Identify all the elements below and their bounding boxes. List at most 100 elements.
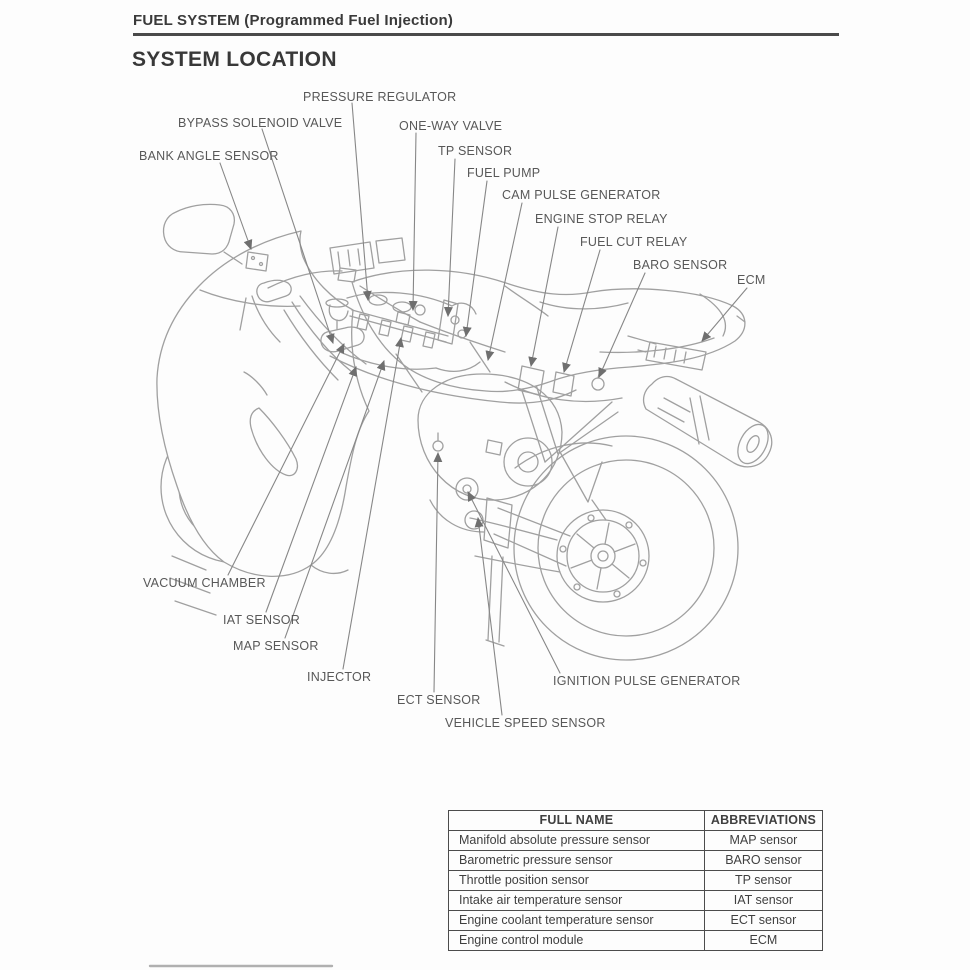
frame-brace [544,401,613,463]
leader-ignition-pulse-generator [467,491,561,674]
mirror-housing [162,203,236,255]
label-fuel-cut-relay: FUEL CUT RELAY [580,235,688,249]
table-row: Manifold absolute pressure sensor MAP se… [448,830,824,851]
frame-spar [419,321,506,353]
ignition-pulse-generator-center [462,484,472,494]
table-row: Intake air temperature sensor IAT sensor [448,890,824,911]
system-location-diagram: PRESSURE REGULATOR BYPASS SOLENOID VALVE… [139,91,773,968]
ecm-rib [683,351,687,364]
steering-stem [251,295,281,343]
pressure-regulator-cap [325,298,349,308]
injector-unit [422,331,436,349]
sensor-bolt [250,255,256,261]
label-engine-stop-relay: ENGINE STOP RELAY [535,212,668,226]
hub-bolt [639,559,647,567]
spoke [613,543,636,553]
tail-cap-seam [699,293,727,337]
instrument-tick [357,248,361,266]
swingarm-tube [497,507,571,537]
ecm-rib [653,345,657,358]
frame-spar [359,285,421,323]
cylinder-edge [395,353,423,393]
full-name-cell: Intake air temperature sensor [448,890,705,911]
leader-bypass-solenoid-valve [261,128,335,344]
under-seat-relays [504,365,623,403]
oil-pan [429,499,485,533]
rear-hub-inner [590,543,616,569]
fuel-cut-relay-box [552,371,575,397]
body-silhouette [351,269,746,393]
label-one-way-valve: ONE-WAY VALVE [399,119,503,133]
abbreviation-cell: MAP sensor [703,830,824,851]
handlebar [267,270,343,289]
footpeg-step [591,499,607,521]
leader-bank-angle-sensor [219,162,253,250]
table-row: Engine control module ECM [448,930,824,951]
table-row: Barometric pressure sensor BARO sensor [448,850,824,871]
vehicle-speed-sensor-unit [485,439,503,456]
spoke [570,559,593,569]
brake-reservoir [337,267,357,283]
ignition-pulse-generator-cover [455,477,479,501]
control-cable [291,301,353,373]
label-vacuum-chamber: VACUUM CHAMBER [143,576,266,590]
hub-bolt [559,545,567,553]
full-name-cell: Engine control module [448,930,705,951]
column-header-abbreviations: ABBREVIATIONS [703,810,824,831]
label-bank-angle-sensor: BANK ANGLE SENSOR [139,149,279,163]
instrument-tick [347,249,351,267]
column-header-full-name: FULL NAME [448,810,705,831]
table-row: Engine coolant temperature sensor ECT se… [448,910,824,931]
leader-one-way-valve [408,132,418,311]
ecm-rib [663,347,667,360]
leader-ect-sensor [433,452,443,693]
label-map-sensor: MAP SENSOR [233,639,319,653]
leader-fuel-cut-relay [562,249,601,373]
instrument-tick [337,251,341,269]
spoke [611,563,630,579]
abbreviations-table: FULL NAME ABBREVIATIONS Manifold absolut… [448,810,824,951]
cockpit [239,237,406,381]
fairing-louvre [169,577,211,594]
clutch-cover [503,437,553,487]
rear-tire [513,435,739,661]
leader-pressure-regulator [351,102,372,301]
full-name-cell: Engine coolant temperature sensor [448,910,705,931]
fuel-rail [349,315,447,343]
leader-tp-sensor [443,158,456,317]
engine [395,341,563,533]
table-row: Throttle position sensor TP sensor [448,870,824,891]
leader-vacuum-chamber [227,343,345,576]
leader-fuel-pump [462,180,488,337]
leader-lines [219,102,748,716]
instrument-panel [329,241,375,275]
sensor-bolt [258,261,264,267]
label-fuel-pump: FUEL PUMP [467,166,541,180]
rear-hub-outer [556,509,650,603]
label-ecm: ECM [737,273,766,287]
label-bypass-solenoid-valve: BYPASS SOLENOID VALVE [178,116,343,130]
muffler-hanger [689,397,700,445]
leader-vehicle-speed-sensor [474,517,503,716]
hub-bolt [573,583,581,591]
ecm-connector [637,349,647,353]
swingarm-tube [493,533,567,567]
header-rule [133,33,839,36]
abbreviation-cell: ECT sensor [703,910,824,931]
leader-cam-pulse-generator [485,202,523,361]
leader-map-sensor [284,360,386,639]
fairing-lower-trim [310,564,349,575]
ecm-unit [637,341,707,371]
label-iat-sensor: IAT SENSOR [223,613,301,627]
muffler-hanger [699,395,710,441]
fairing-louvre [171,555,207,571]
ecm-rib [673,349,677,362]
ecm-box [645,341,707,371]
injector-unit [378,319,392,337]
frame-and-harness [329,285,577,404]
label-vehicle-speed-sensor: VEHICLE SPEED SENSOR [445,716,606,730]
spoke [604,522,610,545]
footpeg-bracket [559,451,603,503]
label-ignition-pulse-generator: IGNITION PULSE GENERATOR [553,674,741,688]
hub-bolt [625,521,633,529]
